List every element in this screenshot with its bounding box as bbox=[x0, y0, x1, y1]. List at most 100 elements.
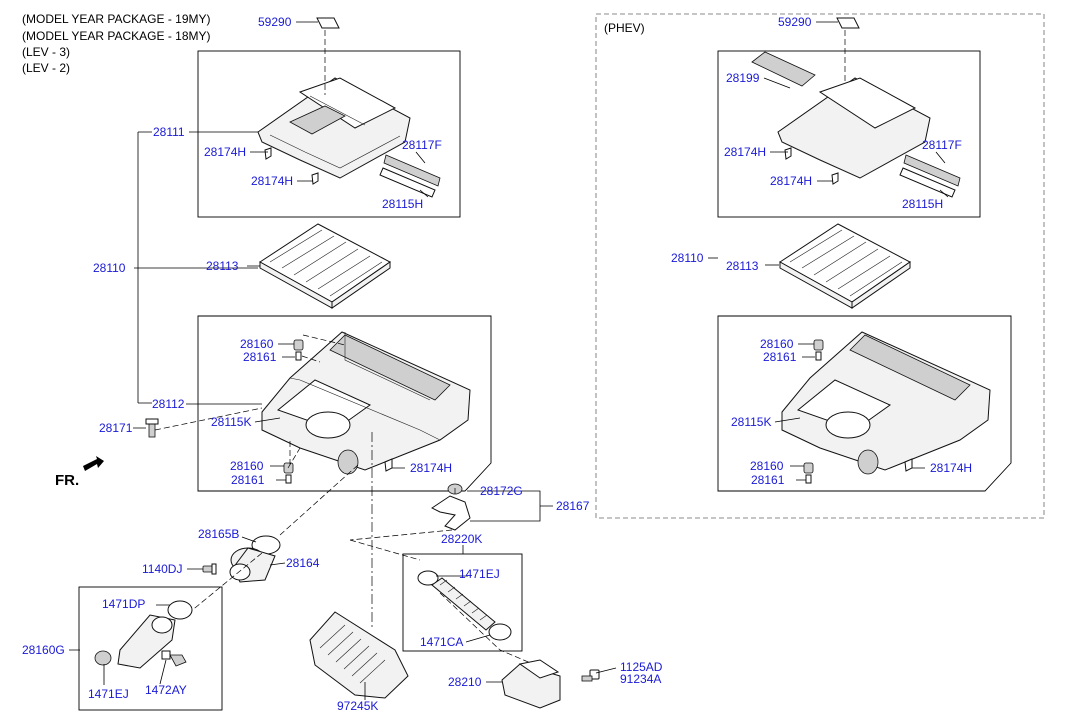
phev-part-28117F[interactable]: 28117F bbox=[922, 138, 962, 152]
part-28117F[interactable]: 28117F bbox=[402, 138, 442, 152]
grommet-icon bbox=[293, 339, 304, 351]
part-28112[interactable]: 28112 bbox=[152, 397, 185, 411]
part-97245K[interactable]: 97245K bbox=[337, 699, 378, 713]
part-28210[interactable]: 28210 bbox=[448, 675, 482, 689]
part-59290[interactable]: 59290 bbox=[258, 15, 292, 29]
bolt-1140DJ-icon bbox=[202, 563, 217, 575]
part-1471CA[interactable]: 1471CA bbox=[420, 635, 463, 649]
hose-group-box bbox=[402, 553, 523, 652]
part-28165B[interactable]: 28165B bbox=[198, 527, 239, 541]
note-lev-2: (LEV - 2) bbox=[22, 61, 70, 75]
air-cleaner-body bbox=[261, 331, 471, 475]
phev-lower-group-box bbox=[717, 315, 1012, 492]
part-1140DJ[interactable]: 1140DJ bbox=[142, 562, 182, 576]
part-28113[interactable]: 28113 bbox=[206, 259, 239, 273]
phev-collar-icon-lower bbox=[805, 474, 812, 484]
part-28160-b[interactable]: 28160 bbox=[230, 459, 264, 473]
part-1472AY[interactable]: 1472AY bbox=[145, 683, 187, 697]
phev-air-cleaner-cover bbox=[777, 77, 931, 179]
phev-grommet-icon-lower bbox=[803, 462, 814, 474]
phev-upper-group-box bbox=[717, 50, 981, 218]
duct-clamp-1471DP bbox=[167, 600, 193, 620]
phev-label-leaders bbox=[763, 21, 949, 481]
phev-part-59290[interactable]: 59290 bbox=[778, 15, 812, 29]
duct-fitting-1472AY bbox=[161, 650, 187, 667]
intake-hose-28220K bbox=[431, 577, 496, 631]
upper-cover-group-box bbox=[197, 50, 461, 218]
part-1471DP[interactable]: 1471DP bbox=[102, 597, 145, 611]
air-cleaner-cover bbox=[257, 77, 411, 179]
phev-section-title: (PHEV) bbox=[604, 21, 645, 35]
seal-strip-28115H bbox=[379, 167, 436, 198]
phev-part-28160-a[interactable]: 28160 bbox=[760, 337, 794, 351]
phev-seal-strip-28117F bbox=[903, 154, 961, 187]
part-28160-a[interactable]: 28160 bbox=[240, 337, 274, 351]
phev-air-filter-element bbox=[779, 223, 911, 309]
tree-bracket-28110 bbox=[134, 131, 258, 404]
air-filter-element bbox=[259, 223, 391, 309]
hose-clamp-1471EJ bbox=[417, 570, 439, 586]
phev-part-28199[interactable]: 28199 bbox=[726, 71, 760, 85]
part-28160G[interactable]: 28160G bbox=[22, 643, 65, 657]
phev-part-28115H[interactable]: 28115H bbox=[902, 197, 943, 211]
part-91234A[interactable]: 91234A bbox=[620, 672, 661, 686]
phev-part-28174H-a[interactable]: 28174H bbox=[724, 145, 766, 159]
phev-seal-strip-28115H bbox=[899, 167, 956, 198]
sensor-28171-icon bbox=[145, 418, 159, 438]
leader-hose-to-resonator bbox=[439, 592, 541, 668]
phev-part-28174H-c[interactable]: 28174H bbox=[930, 461, 972, 475]
duct-clamp-1471EJ bbox=[94, 650, 112, 666]
hose-clamp-1471CA bbox=[488, 623, 512, 641]
phev-air-cleaner-body bbox=[781, 331, 991, 475]
assembly-leaders bbox=[189, 464, 456, 613]
label-plate-59290 bbox=[316, 17, 340, 29]
part-1471EJ-b[interactable]: 1471EJ bbox=[88, 687, 129, 701]
phev-label-plate-59290 bbox=[836, 17, 860, 29]
part-28172G[interactable]: 28172G bbox=[480, 484, 523, 498]
phev-part-28115K[interactable]: 28115K bbox=[731, 415, 771, 429]
phev-part-28113[interactable]: 28113 bbox=[726, 259, 759, 273]
part-28171[interactable]: 28171 bbox=[99, 421, 133, 435]
collar-icon-lower bbox=[285, 474, 292, 484]
part-28164[interactable]: 28164 bbox=[286, 556, 320, 570]
part-28174H-a[interactable]: 28174H bbox=[204, 145, 246, 159]
phev-emblem-28199 bbox=[751, 51, 816, 87]
part-1471EJ-a[interactable]: 1471EJ bbox=[459, 567, 500, 581]
phev-grommet-icon bbox=[813, 339, 824, 351]
duct-group-box bbox=[78, 586, 223, 711]
lower-body-group-box bbox=[197, 315, 492, 492]
collar-icon bbox=[295, 351, 302, 361]
clip-icon bbox=[264, 147, 319, 185]
phev-part-28174H-b[interactable]: 28174H bbox=[770, 174, 812, 188]
phev-part-28110[interactable]: 28110 bbox=[671, 251, 704, 265]
body-leaders bbox=[154, 334, 346, 469]
part-28161-a[interactable]: 28161 bbox=[243, 350, 277, 364]
seal-strip-28117F bbox=[383, 154, 441, 187]
part-1125AD[interactable]: 1125AD bbox=[620, 660, 663, 674]
phev-part-28160-b[interactable]: 28160 bbox=[750, 459, 784, 473]
part-28167[interactable]: 28167 bbox=[556, 499, 590, 513]
bracket-leader-28167 bbox=[467, 490, 553, 522]
phev-section-frame bbox=[595, 13, 1045, 519]
phev-part-28161-a[interactable]: 28161 bbox=[763, 350, 797, 364]
part-28220K[interactable]: 28220K bbox=[441, 532, 482, 546]
resonator-97245K bbox=[309, 611, 409, 699]
phev-part-28161-b[interactable]: 28161 bbox=[751, 473, 785, 487]
note-lev-3: (LEV - 3) bbox=[22, 45, 70, 59]
front-arrow-icon bbox=[83, 456, 104, 471]
bolt-1125AD-icon bbox=[581, 669, 600, 682]
front-direction-label: FR. bbox=[55, 472, 79, 489]
phev-collar-icon bbox=[815, 351, 822, 361]
part-28115H[interactable]: 28115H bbox=[382, 197, 423, 211]
part-28110[interactable]: 28110 bbox=[93, 261, 126, 275]
part-28174H-c[interactable]: 28174H bbox=[410, 461, 452, 475]
air-flow-sensor-28164 bbox=[229, 547, 276, 583]
part-28111[interactable]: 28111 bbox=[153, 125, 185, 139]
part-28174H-b[interactable]: 28174H bbox=[251, 174, 293, 188]
note-model-19my: (MODEL YEAR PACKAGE - 19MY) bbox=[22, 12, 211, 26]
part-28115K[interactable]: 28115K bbox=[211, 415, 251, 429]
note-model-18my: (MODEL YEAR PACKAGE - 18MY) bbox=[22, 29, 211, 43]
resonator-box-28210 bbox=[501, 659, 561, 709]
part-28161-b[interactable]: 28161 bbox=[231, 473, 265, 487]
